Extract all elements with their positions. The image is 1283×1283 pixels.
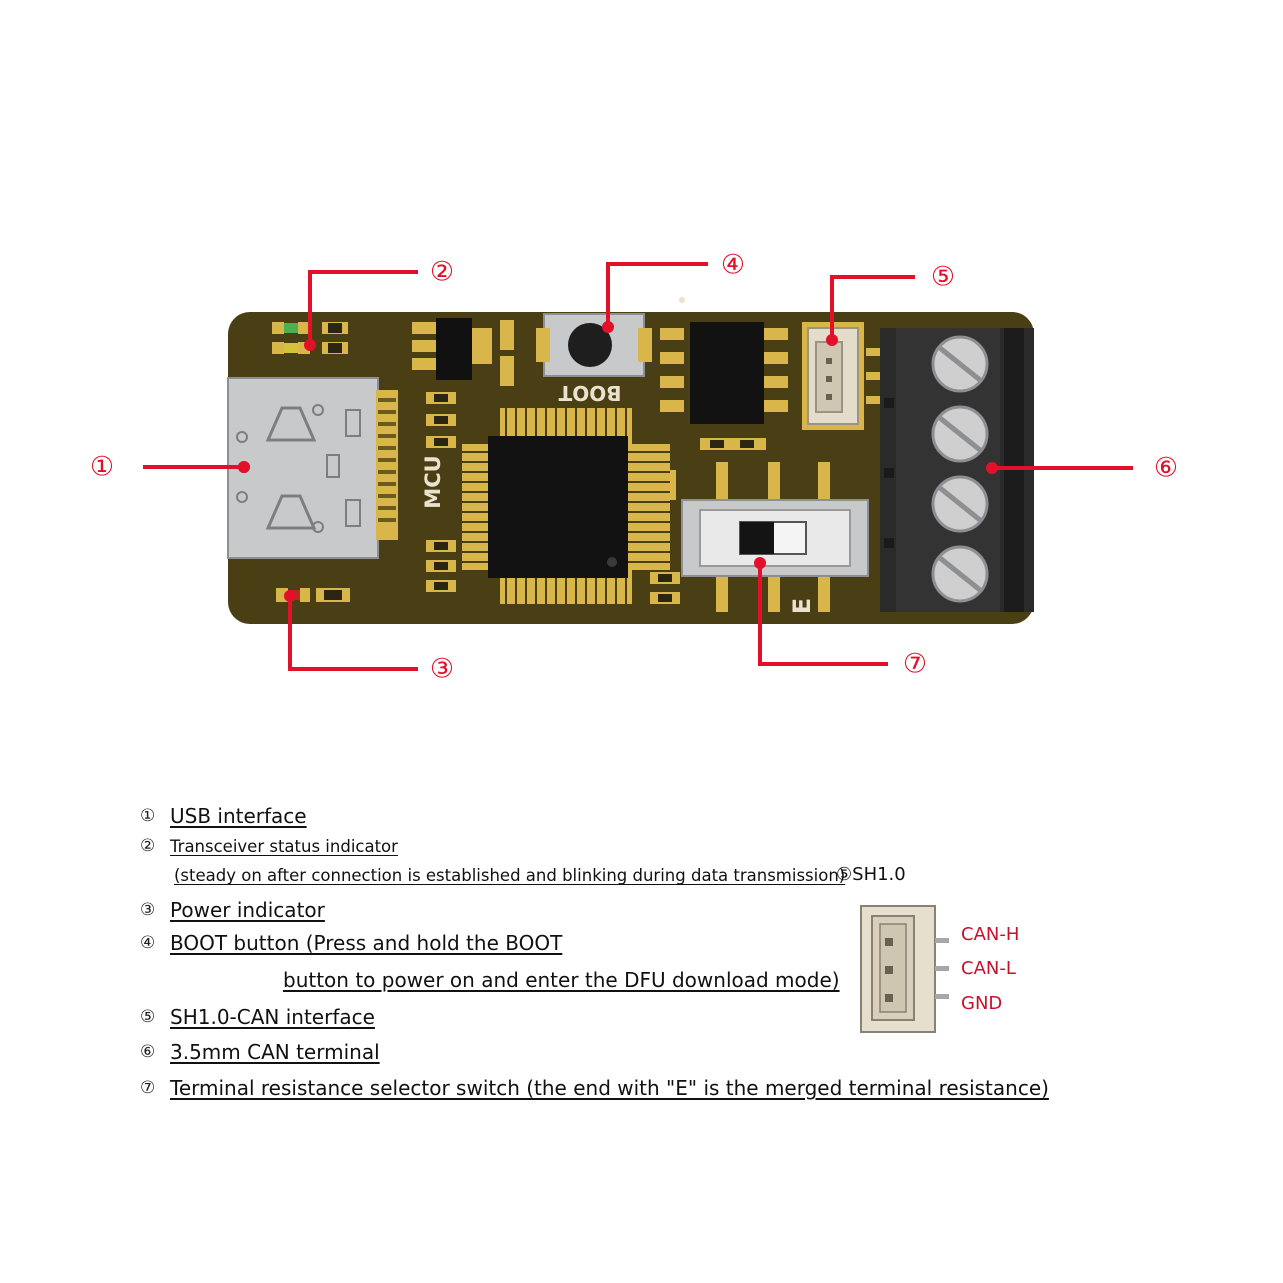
legend-text-can-terminal: 3.5mm CAN terminal <box>170 1040 380 1064</box>
callout-line-5 <box>830 275 915 340</box>
pin-label-gnd: GND <box>961 993 1003 1014</box>
legend-item-2: ② Transceiver status indicator <box>140 836 398 856</box>
sh10-inset-title: ⑤SH1.0 <box>836 864 906 885</box>
legend-item-3: ③ Power indicator <box>140 898 325 922</box>
callout-line-4 <box>606 262 708 327</box>
legend-marker-4: ④ <box>140 933 156 953</box>
callout-number-3: ③ <box>430 654 454 685</box>
e-silkscreen: E <box>788 598 816 614</box>
callout-number-5: ⑤ <box>931 262 955 293</box>
legend-text-boot-button: BOOT button (Press and hold the BOOT <box>170 931 563 955</box>
legend-text-transceiver-indicator: Transceiver status indicator <box>170 836 398 856</box>
legend-marker-2: ② <box>140 836 156 856</box>
legend-marker-1: ① <box>140 806 156 826</box>
legend-item-4: ④ BOOT button (Press and hold the BOOT <box>140 931 562 955</box>
callout-number-7: ⑦ <box>903 649 927 680</box>
mcu-chip: MCU <box>421 408 670 604</box>
mcu-silkscreen: MCU <box>421 455 445 508</box>
legend-item-1: ① USB interface <box>140 804 307 828</box>
callout-number-1: ① <box>90 452 114 483</box>
screw-terminal-component <box>880 328 1034 612</box>
callout-lines <box>143 262 1133 671</box>
legend-text-sh10-can: SH1.0-CAN interface <box>170 1005 375 1029</box>
legend-marker-3: ③ <box>140 900 156 920</box>
legend-item-6: ⑥ 3.5mm CAN terminal <box>140 1040 380 1064</box>
callout-number-4: ④ <box>721 250 745 281</box>
legend-subtext-transceiver: (steady on after connection is establish… <box>174 866 846 885</box>
usb-c-connector <box>227 377 398 559</box>
legend-item-7: ⑦ Terminal resistance selector switch (t… <box>140 1076 1049 1100</box>
legend-marker-7: ⑦ <box>140 1078 156 1098</box>
terminal-switch-component: E <box>681 462 869 614</box>
legend-text-usb-interface: USB interface <box>170 804 307 828</box>
transceiver-status-leds <box>272 322 348 354</box>
callout-number-6: ⑥ <box>1154 453 1178 484</box>
pin-label-can-h: CAN-H <box>961 924 1020 945</box>
boot-button-component: BOOT <box>536 313 652 405</box>
legend-item-5: ⑤ SH1.0-CAN interface <box>140 1005 375 1029</box>
boot-silkscreen: BOOT <box>558 381 621 405</box>
callout-line-7 <box>758 563 888 666</box>
legend-subtext-boot-button: button to power on and enter the DFU dow… <box>283 968 840 992</box>
legend-text-power-indicator: Power indicator <box>170 898 325 922</box>
can-transceiver-chip <box>679 297 764 424</box>
voltage-regulator-chip <box>412 318 492 380</box>
legend-text-terminal-switch: Terminal resistance selector switch (the… <box>170 1076 1049 1100</box>
callout-number-2: ② <box>430 257 454 288</box>
pin-label-can-l: CAN-L <box>961 958 1016 979</box>
legend-marker-6: ⑥ <box>140 1042 156 1062</box>
callout-line-2 <box>308 270 418 345</box>
sh10-pinout-inset <box>860 905 949 1033</box>
callout-line-3 <box>288 596 418 671</box>
sh10-connector-component <box>802 322 882 430</box>
legend-marker-5: ⑤ <box>140 1007 156 1027</box>
